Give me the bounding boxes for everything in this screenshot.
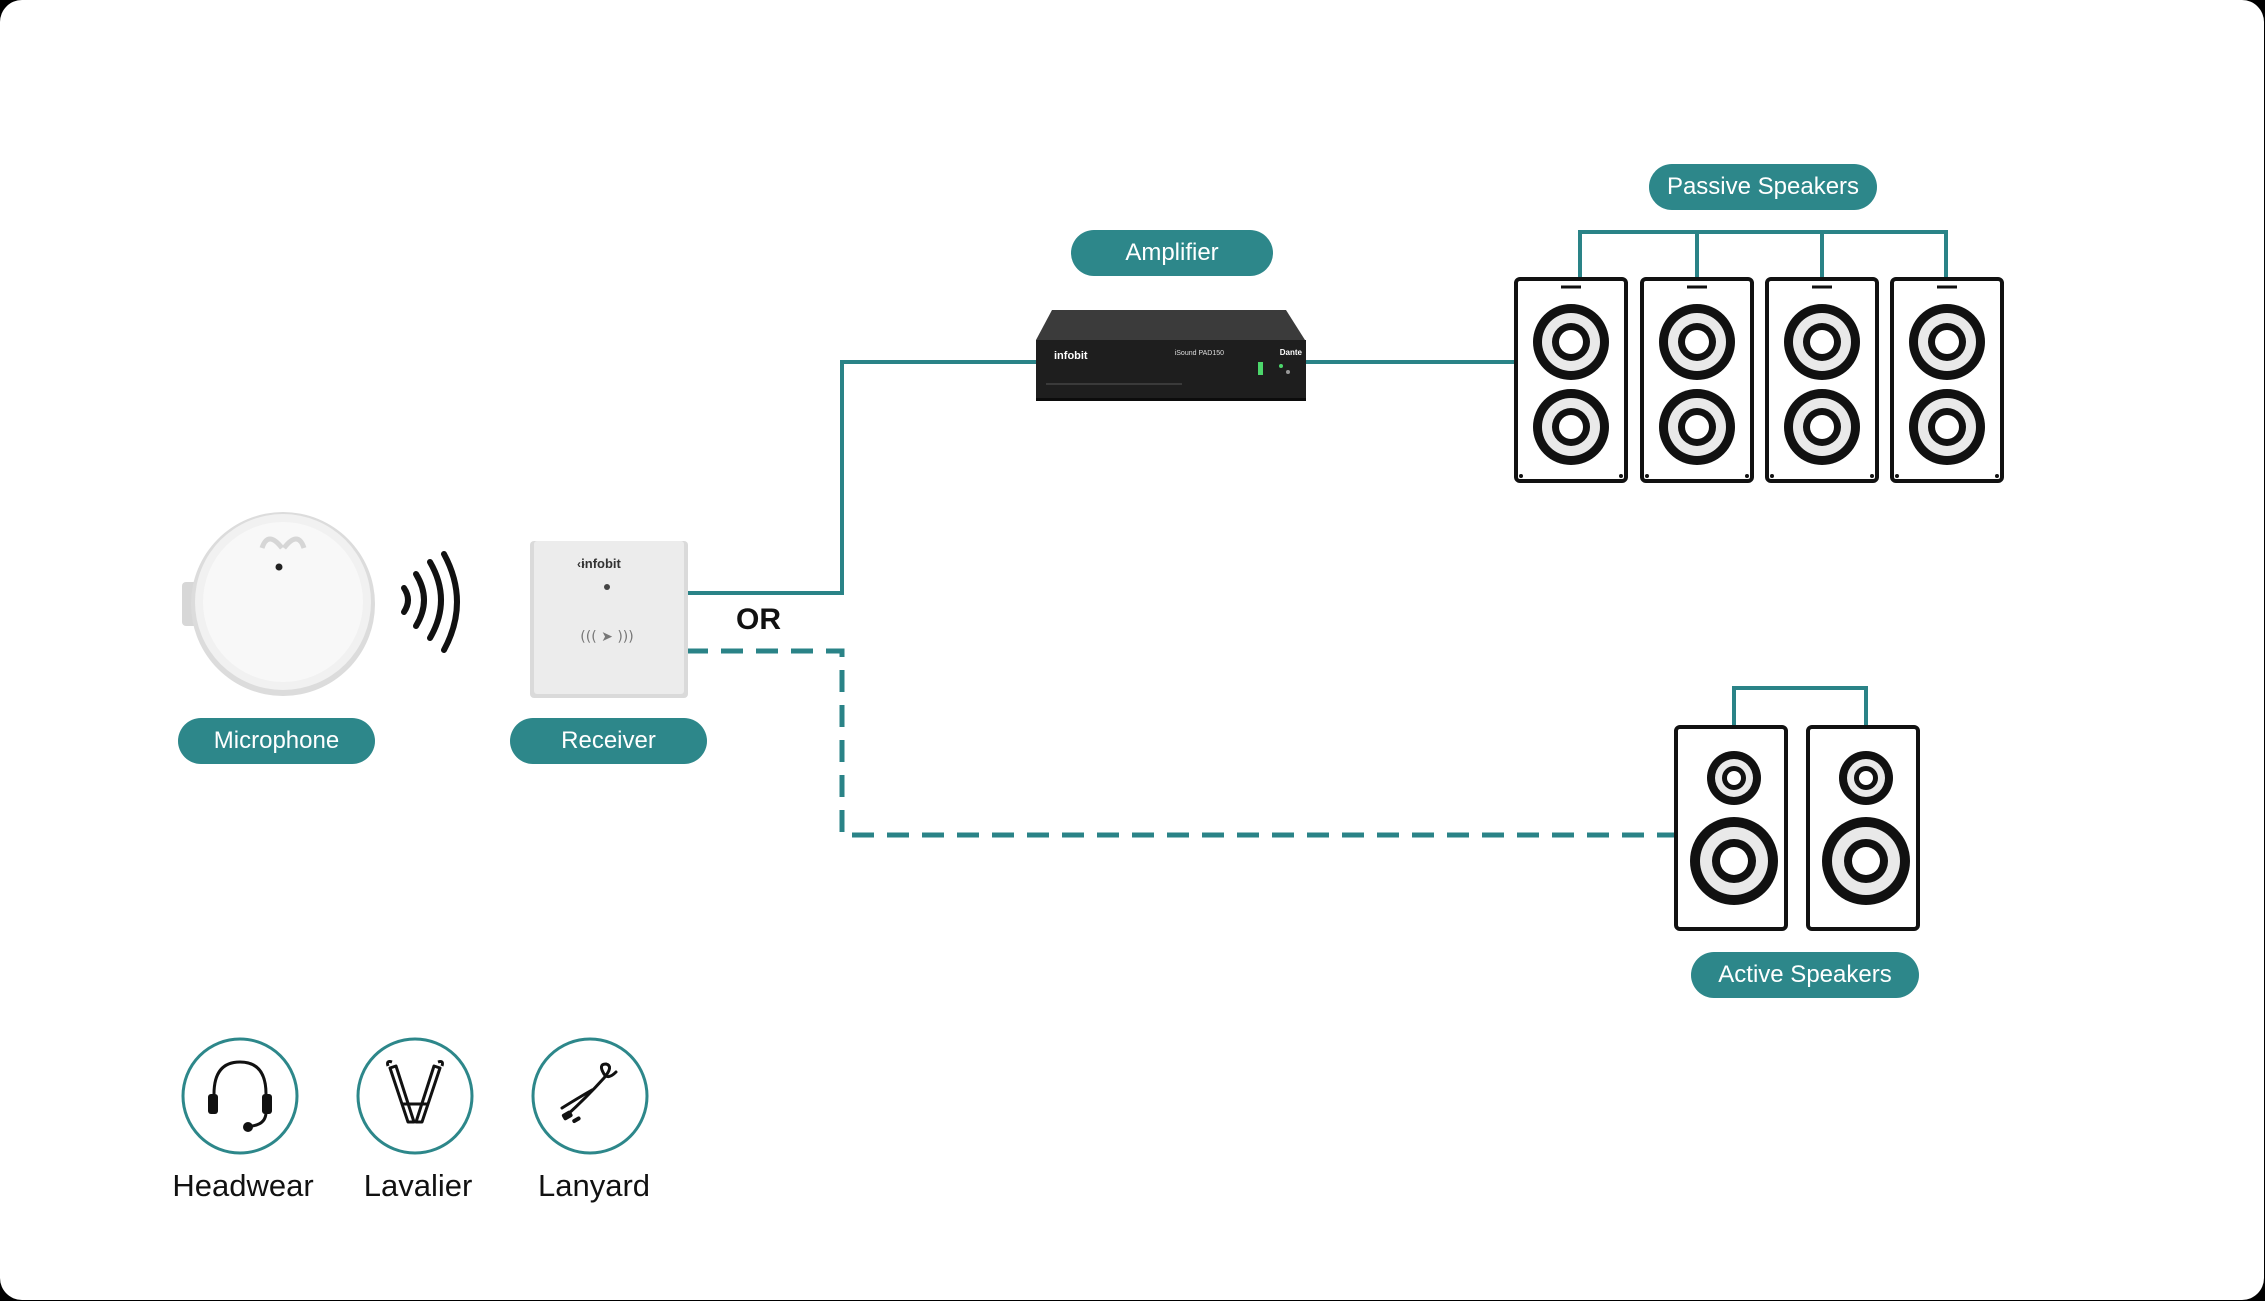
passive-speakers-label: Passive Speakers <box>1649 164 1877 210</box>
wireless-signal-icon <box>401 551 460 653</box>
microphone-label: Microphone <box>178 718 375 764</box>
active-speakers <box>1674 725 1920 931</box>
receiver-device: infobit ‹› ((( ➤ ))) <box>530 541 688 698</box>
receiver-amplifier-cable <box>686 360 1040 595</box>
passive-speaker <box>1514 277 1628 483</box>
receiver-logo-mark: ‹› <box>577 557 585 571</box>
active-speakers-label: Active Speakers <box>1691 952 1919 998</box>
receiver-active-speakers-cable <box>686 648 1674 838</box>
amplifier-model: iSound PAD150 <box>1175 350 1224 357</box>
amplifier-brand: infobit <box>1054 350 1088 362</box>
passive-speaker-bus <box>1578 230 1948 277</box>
amplifier-badge: Dante <box>1280 348 1303 357</box>
passive-speaker <box>1890 277 2004 483</box>
passive-speaker <box>1640 277 1754 483</box>
amplifier-device: infobit iSound PAD150 Dante <box>1036 310 1306 401</box>
lavalier-label: Lavalier <box>363 1168 473 1203</box>
lanyard-label: Lanyard <box>537 1168 651 1203</box>
lavalier-clip-icon <box>356 1037 474 1155</box>
passive-speakers <box>1514 277 2004 483</box>
passive-speaker <box>1765 277 1879 483</box>
active-speaker <box>1806 725 1920 931</box>
active-speaker <box>1674 725 1788 931</box>
receiver-label: Receiver <box>510 718 707 764</box>
headwear-label: Headwear <box>172 1168 314 1203</box>
active-speaker-link <box>1732 686 1868 727</box>
headset-icon <box>181 1037 299 1155</box>
receiver-pair-indicator: ((( ➤ ))) <box>580 629 633 645</box>
lanyard-icon <box>531 1037 649 1155</box>
microphone-device <box>182 512 375 696</box>
or-label: OR <box>736 603 781 636</box>
receiver-brand: infobit <box>581 556 621 571</box>
amplifier-label: Amplifier <box>1071 230 1273 276</box>
